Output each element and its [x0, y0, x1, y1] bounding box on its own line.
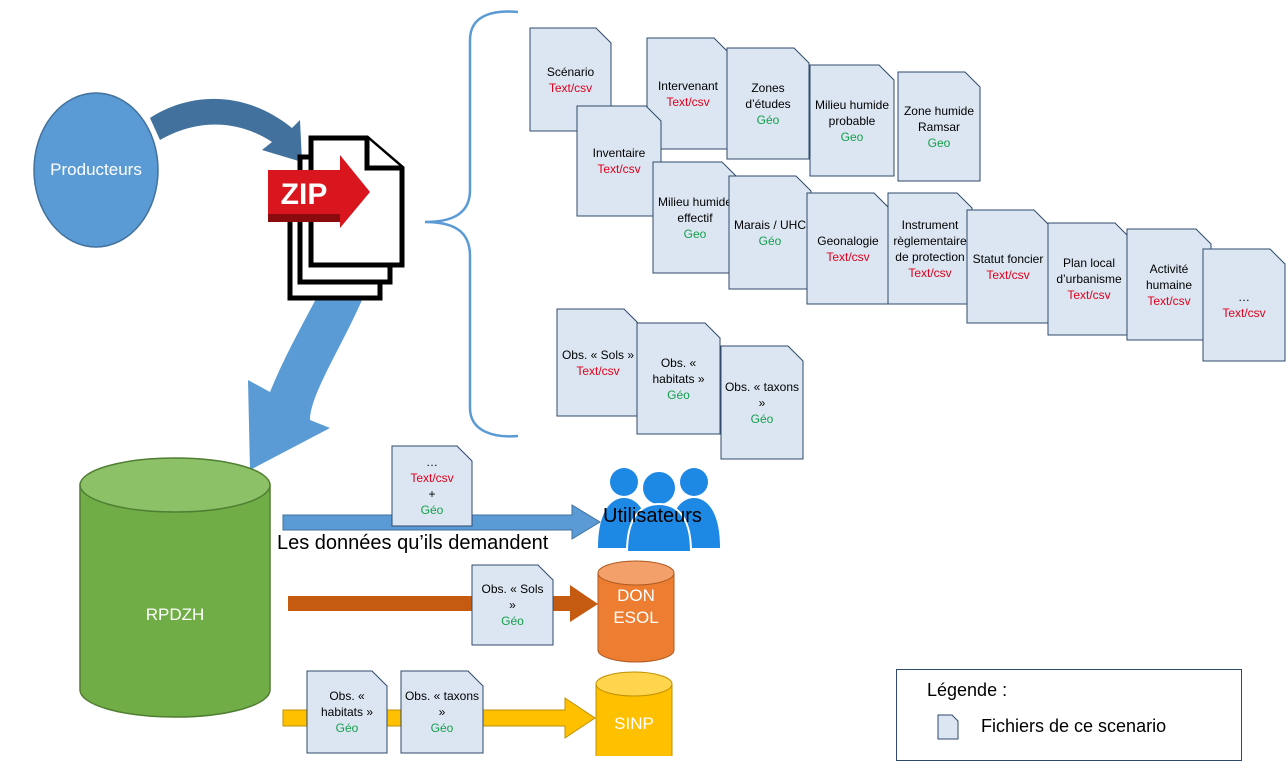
- file-doc-name: Geonalogie: [817, 233, 879, 248]
- file-doc-format: Text/csv: [597, 162, 641, 176]
- users-doc-line4: Géo: [420, 503, 444, 517]
- sinp-label: SINP: [614, 714, 654, 733]
- legend-title: Légende :: [927, 680, 1008, 700]
- sinp-doc-habitats: Obs. « habitats » Géo: [306, 670, 388, 754]
- donesol-label-line1: DON: [617, 586, 655, 605]
- file-doc-name: Marais / UHC: [733, 217, 806, 232]
- legend-doc-icon: [937, 714, 959, 740]
- file-doc-name: Plan local d’urbanisme: [1056, 256, 1122, 286]
- sinp-cylinder: [595, 671, 673, 756]
- file-doc-format: Text/csv: [548, 80, 593, 95]
- legend-item-label: Fichiers de ce scenario: [981, 716, 1167, 736]
- sinp-doc2-format: Géo: [430, 721, 454, 735]
- file-doc-name: …: [1238, 290, 1250, 304]
- file-doc-obs-sols: Obs. « Sols »Text/csv: [556, 308, 640, 417]
- file-doc-name: Activité humaine: [1145, 261, 1193, 292]
- file-doc-name: Milieu humide effectif: [657, 194, 733, 225]
- producers-label: Producteurs: [50, 160, 142, 179]
- donesol-flow-arrow: [288, 585, 598, 622]
- zip-to-database-arrow: [248, 282, 362, 470]
- file-doc-name: Inventaire: [592, 146, 646, 160]
- users-doc-line1: …: [426, 455, 438, 469]
- donesol-cylinder: [597, 560, 675, 663]
- file-doc-name: Zones d’études: [745, 80, 791, 111]
- users-flow-caption: Les données qu’ils demandent: [277, 532, 549, 554]
- donesol-doc: Obs. « Sols » Géo: [471, 564, 554, 646]
- file-doc-name: Statut foncier: [972, 251, 1044, 266]
- file-doc-format: Géo: [750, 411, 774, 426]
- file-doc-format: Géo: [756, 112, 780, 127]
- file-doc-format: Geo: [683, 226, 707, 241]
- file-doc-name: Milieu humide probable: [814, 97, 890, 128]
- donesol-label: DON ESOL: [598, 585, 674, 629]
- file-doc-format: Text/csv: [908, 265, 952, 280]
- producers-circle: [33, 92, 159, 248]
- file-doc-name: Obs. « habitats »: [652, 355, 705, 386]
- file-doc-format: Text/csv: [576, 363, 620, 378]
- sinp-doc1-name: Obs. « habitats »: [320, 689, 374, 719]
- file-doc-name: Obs. « taxons »: [724, 379, 800, 410]
- file-doc-format: Text/csv: [1222, 306, 1266, 320]
- file-doc-format: Geo: [840, 129, 864, 144]
- donesol-doc-format: Géo: [501, 614, 524, 628]
- file-doc-name: Scénario: [546, 64, 595, 79]
- users-data-doc: … Text/csv + Géo: [391, 445, 473, 527]
- file-doc-format: Geo: [927, 135, 951, 150]
- users-icon: [598, 468, 720, 553]
- legend: Légende : Fichiers de ce scenario: [896, 669, 1242, 761]
- file-doc-name: Obs. « Sols »: [561, 347, 635, 362]
- file-doc-format: Text/csv: [986, 267, 1030, 282]
- file-doc-obs-taxons: Obs. « taxons »Géo: [720, 345, 804, 460]
- sinp-doc-taxons: Obs. « taxons » Géo: [400, 670, 484, 754]
- file-doc-format: Géo: [758, 233, 782, 248]
- file-doc-format: Géo: [667, 387, 690, 402]
- users-doc-line2: Text/csv: [410, 471, 454, 485]
- sinp-doc2-name: Obs. « taxons »: [404, 689, 480, 719]
- file-doc-obs-habitats: Obs. « habitats »Géo: [636, 322, 721, 435]
- donesol-label-line2: ESOL: [613, 608, 659, 627]
- file-doc-format: Text/csv: [1067, 288, 1111, 302]
- producers-to-zip-arrow: [150, 98, 302, 162]
- zip-icon-lettering: ZIP: [281, 178, 328, 211]
- users-doc-line3: +: [428, 487, 436, 501]
- users-label: Utilisateurs: [603, 505, 702, 527]
- file-doc-etc: … Text/csv: [1202, 248, 1286, 362]
- file-doc-name: Instrument règlementaire de protection: [893, 217, 967, 264]
- database-cylinder: [79, 457, 271, 718]
- svg-text:ZIP: ZIP: [281, 178, 328, 211]
- file-doc-format: Text/csv: [826, 249, 870, 264]
- file-doc-name: Zone humide Ramsar: [903, 103, 975, 134]
- zip-file-icon: [268, 135, 405, 301]
- file-doc-format: Text/csv: [1147, 293, 1191, 308]
- sinp-doc1-format: Géo: [335, 721, 359, 735]
- file-doc-name: Intervenant: [657, 78, 719, 93]
- database-label: RPDZH: [145, 605, 205, 624]
- files-brace: [424, 10, 519, 438]
- file-doc-format: Text/csv: [666, 94, 710, 109]
- donesol-doc-name: Obs. « Sols »: [481, 582, 544, 612]
